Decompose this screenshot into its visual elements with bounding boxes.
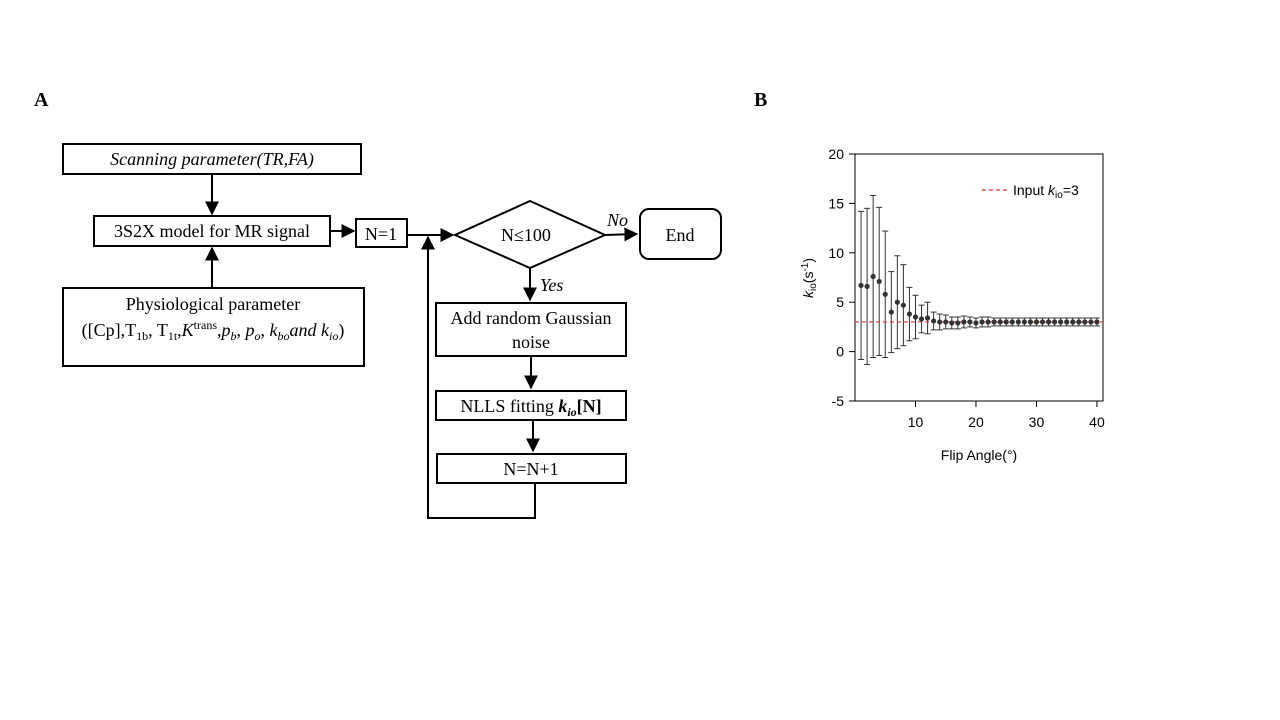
data-point <box>985 319 991 325</box>
data-point <box>912 314 919 320</box>
gaussian-noise-box <box>435 302 627 357</box>
data-point <box>1027 319 1034 325</box>
data-point <box>1021 319 1027 325</box>
data-point <box>1088 319 1094 325</box>
legend: Input kio=3 <box>982 182 1079 201</box>
data-point <box>943 319 949 325</box>
data-point <box>1033 319 1040 325</box>
model-box <box>93 215 331 247</box>
y-axis-label: kio(s-1) <box>800 258 819 298</box>
data-point <box>888 309 894 315</box>
nlls-fitting-text: NLLS fitting kio[N] <box>460 396 601 419</box>
data-point <box>1082 319 1088 325</box>
x-axis-label: Flip Angle(°) <box>941 447 1017 463</box>
data-point <box>979 319 985 325</box>
x-tick-label: 10 <box>908 414 924 430</box>
end-box <box>639 208 722 260</box>
data-point <box>1039 319 1046 325</box>
data-point <box>876 278 882 285</box>
legend-label: Input kio=3 <box>1013 182 1079 201</box>
nlls-fitting-box <box>435 390 627 421</box>
data-point <box>894 299 900 305</box>
data-point <box>955 320 961 326</box>
y-tick-label: 15 <box>828 195 844 211</box>
y-tick-label: 20 <box>828 146 844 162</box>
data-point <box>1045 319 1052 325</box>
gaussian-noise-line2: noise <box>512 332 550 352</box>
decision-text: N≤100 <box>501 225 551 245</box>
physiological-parameter-box <box>62 287 365 367</box>
data-point <box>918 316 925 322</box>
y-tick-label: 10 <box>828 245 844 261</box>
data-point <box>1094 319 1100 325</box>
data-point <box>924 315 931 321</box>
physiological-parameter-list: ([Cp],T1b, T1t,Ktrans,pb, po, kboand kio… <box>82 318 345 343</box>
scanning-parameter-box <box>62 143 362 175</box>
data-point <box>858 282 864 289</box>
axis-ticks: -5 0 5 10 15 20 10 20 30 40 <box>828 146 1105 430</box>
y-tick-label: 0 <box>836 344 844 360</box>
y-tick-label: 5 <box>836 294 844 310</box>
increment-text: N=N+1 <box>503 459 558 479</box>
scanning-parameter-text: Scanning parameter(TR,FA) <box>110 149 314 170</box>
loop-back-connector <box>421 235 536 519</box>
data-point <box>961 319 967 325</box>
data-point <box>1009 319 1015 325</box>
error-bars <box>858 194 1100 365</box>
data-point <box>931 318 937 324</box>
flowchart: Scanning parameter(TR,FA) 3S2X model for… <box>62 143 722 519</box>
yes-label: Yes <box>540 275 563 295</box>
data-point <box>991 319 997 325</box>
panel-a-label: A <box>34 89 49 111</box>
data-point <box>1070 319 1076 325</box>
data-point <box>1076 319 1082 325</box>
data-point <box>997 319 1003 325</box>
data-point <box>1015 319 1021 325</box>
y-tick-label: -5 <box>832 393 845 409</box>
data-point <box>949 320 955 326</box>
increment-box <box>436 453 627 484</box>
n1-text: N=1 <box>365 224 397 244</box>
gaussian-noise-line1: Add random Gaussian <box>451 308 612 328</box>
data-point <box>967 319 973 325</box>
data-point <box>882 291 888 297</box>
end-text: End <box>666 225 695 245</box>
data-point <box>1052 319 1058 325</box>
no-label: No <box>606 210 628 230</box>
x-tick-label: 40 <box>1089 414 1105 430</box>
data-point <box>937 319 943 325</box>
data-point <box>1064 319 1070 325</box>
data-point <box>906 311 913 317</box>
arrow-decision-to-end <box>604 227 639 242</box>
model-text: 3S2X model for MR signal <box>114 221 310 241</box>
x-tick-label: 20 <box>968 414 984 430</box>
data-point <box>864 283 870 289</box>
n1-box <box>355 218 408 248</box>
x-tick-label: 30 <box>1029 414 1045 430</box>
data-point <box>870 273 876 280</box>
panel-b-label: B <box>754 89 767 111</box>
physiological-parameter-title: Physiological parameter <box>126 294 300 314</box>
data-point <box>1058 319 1064 325</box>
data-point <box>900 302 906 308</box>
data-point <box>1003 319 1009 325</box>
plot-frame <box>854 153 1104 402</box>
data-points <box>858 273 1100 326</box>
data-point <box>973 320 979 326</box>
